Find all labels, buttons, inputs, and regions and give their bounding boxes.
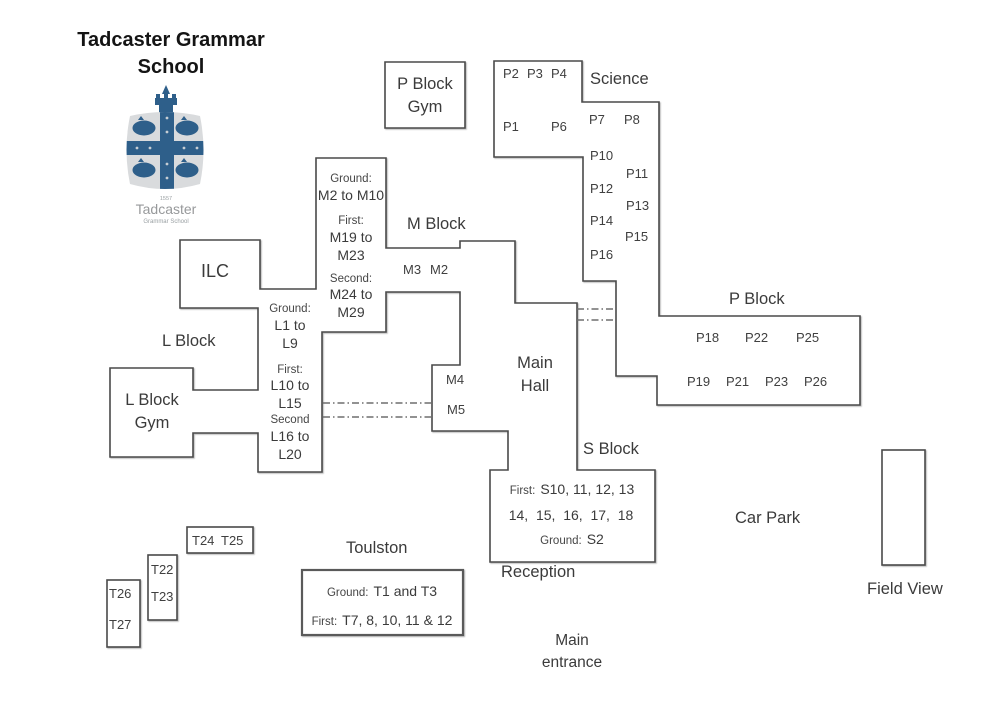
area-label-main-hall: Main Hall (517, 354, 553, 396)
s-block-ground-line: Ground: S2 (540, 531, 604, 547)
area-label-science: Science (590, 70, 649, 88)
crest-cross-and-charges (126, 112, 204, 189)
room-label-p12: P12 (590, 181, 614, 196)
toulston-first-line: First: T7, 8, 10, 11 & 12 (312, 612, 453, 628)
area-label-l-block: L Block (162, 332, 216, 350)
toulston-first-rooms: T7, 8, 10, 11 & 12 (342, 612, 453, 628)
area-label-field-view: Field View (867, 580, 943, 598)
s-block-first-label: First: (509, 485, 536, 497)
room-label-p26: P26 (804, 374, 828, 389)
m-stairs-ground-rooms: M2 to M10 (317, 187, 385, 203)
building-field-view (881, 449, 926, 566)
room-label-p6: P6 (551, 119, 567, 134)
m-stairs-ground-label: Ground: (330, 173, 372, 185)
room-label-p19: P19 (687, 374, 711, 389)
l-stairs-first-label: First: (277, 364, 303, 376)
room-label-t24: T24 (192, 533, 215, 548)
building-t26-t27 (106, 579, 141, 648)
room-label-t22: T22 (151, 562, 174, 577)
room-label-m2: M2 (430, 262, 449, 277)
s-block-first-line: First: S10, 11, 12, 13 (510, 481, 635, 497)
room-label-p16: P16 (590, 247, 614, 262)
s-block-ground-label: Ground: (540, 535, 582, 547)
covered-walkway-lines (323, 308, 614, 418)
crest-year: 1557 (160, 196, 172, 202)
room-label-p15: P15 (625, 229, 649, 244)
building-toulston (300, 568, 465, 637)
room-label-p22: P22 (745, 330, 769, 345)
s-block-first-rooms-cont: 14, 15, 16, 17, 18 (508, 507, 634, 523)
s-block-ground-rooms: S2 (586, 531, 604, 547)
crest-name: Tadcaster (136, 201, 197, 217)
room-label-p2: P2 (503, 66, 519, 81)
room-label-t25: T25 (221, 533, 244, 548)
toulston-ground-rooms: T1 and T3 (373, 583, 438, 599)
building-t22-t23 (147, 554, 178, 621)
area-label-s-block: S Block (583, 440, 639, 458)
l-stairs-first-rooms: L10 to L15 (270, 377, 310, 411)
building-p-block-gym (384, 61, 466, 129)
room-label-t23: T23 (151, 589, 174, 604)
building-main-complex (109, 157, 656, 563)
school-crest-logo: 1557 Tadcaster Grammar School (126, 85, 204, 225)
area-label-toulston: Toulston (346, 539, 408, 557)
room-label-p1: P1 (503, 119, 519, 134)
room-label-p23: P23 (765, 374, 789, 389)
building-science-p-block (493, 60, 861, 406)
l-stairs-second-rooms: L16 to L20 (270, 428, 310, 462)
room-label-m5: M5 (447, 402, 466, 417)
area-label-p-block: P Block (729, 290, 785, 308)
toulston-ground-line: Ground: T1 and T3 (327, 583, 437, 599)
l-stairs-ground-rooms: L1 to L9 (274, 317, 306, 351)
room-label-t27: T27 (109, 617, 132, 632)
room-label-p18: P18 (696, 330, 720, 345)
room-label-m3: M3 (403, 262, 422, 277)
m-stairs-first-label: First: (338, 215, 364, 227)
l-stairs-ground-label: Ground: (269, 303, 311, 315)
room-label-p3: P3 (527, 66, 543, 81)
m-stairs-second-label: Second: (329, 273, 373, 285)
room-label-p21: P21 (726, 374, 750, 389)
page-title: Tadcaster Grammar School (77, 29, 265, 78)
room-label-p25: P25 (796, 330, 820, 345)
toulston-ground-label: Ground: (326, 587, 369, 599)
room-label-p13: P13 (626, 198, 650, 213)
room-label-p14: P14 (590, 213, 614, 228)
m-stairs-first-rooms: M19 to M23 (329, 229, 373, 263)
area-label-m-block: M Block (407, 215, 466, 233)
area-label-main-entrance: Main entrance (541, 632, 603, 671)
room-label-p10: P10 (590, 148, 614, 163)
crest-tower (155, 85, 177, 113)
l-stairs-second-label: Second (270, 414, 310, 426)
room-label-p7: P7 (589, 112, 605, 127)
crest-subname: Grammar School (143, 219, 188, 225)
room-label-m4: M4 (446, 372, 465, 387)
room-label-p4: P4 (551, 66, 567, 81)
room-label-p8: P8 (624, 112, 640, 127)
m-stairs-second-rooms: M24 to M29 (329, 286, 373, 320)
room-label-p11: P11 (626, 166, 649, 181)
area-label-car-park: Car Park (735, 509, 801, 527)
s-block-first-rooms: S10, 11, 12, 13 (540, 481, 635, 497)
area-label-p-block-gym: P Block Gym (397, 75, 453, 117)
area-label-reception: Reception (501, 563, 576, 581)
room-label-t26: T26 (109, 586, 132, 601)
area-label-ilc: ILC (201, 261, 230, 281)
building-t24-t25 (186, 526, 254, 554)
toulston-first-label: First: (311, 616, 338, 628)
area-label-l-block-gym: L Block Gym (125, 391, 179, 433)
